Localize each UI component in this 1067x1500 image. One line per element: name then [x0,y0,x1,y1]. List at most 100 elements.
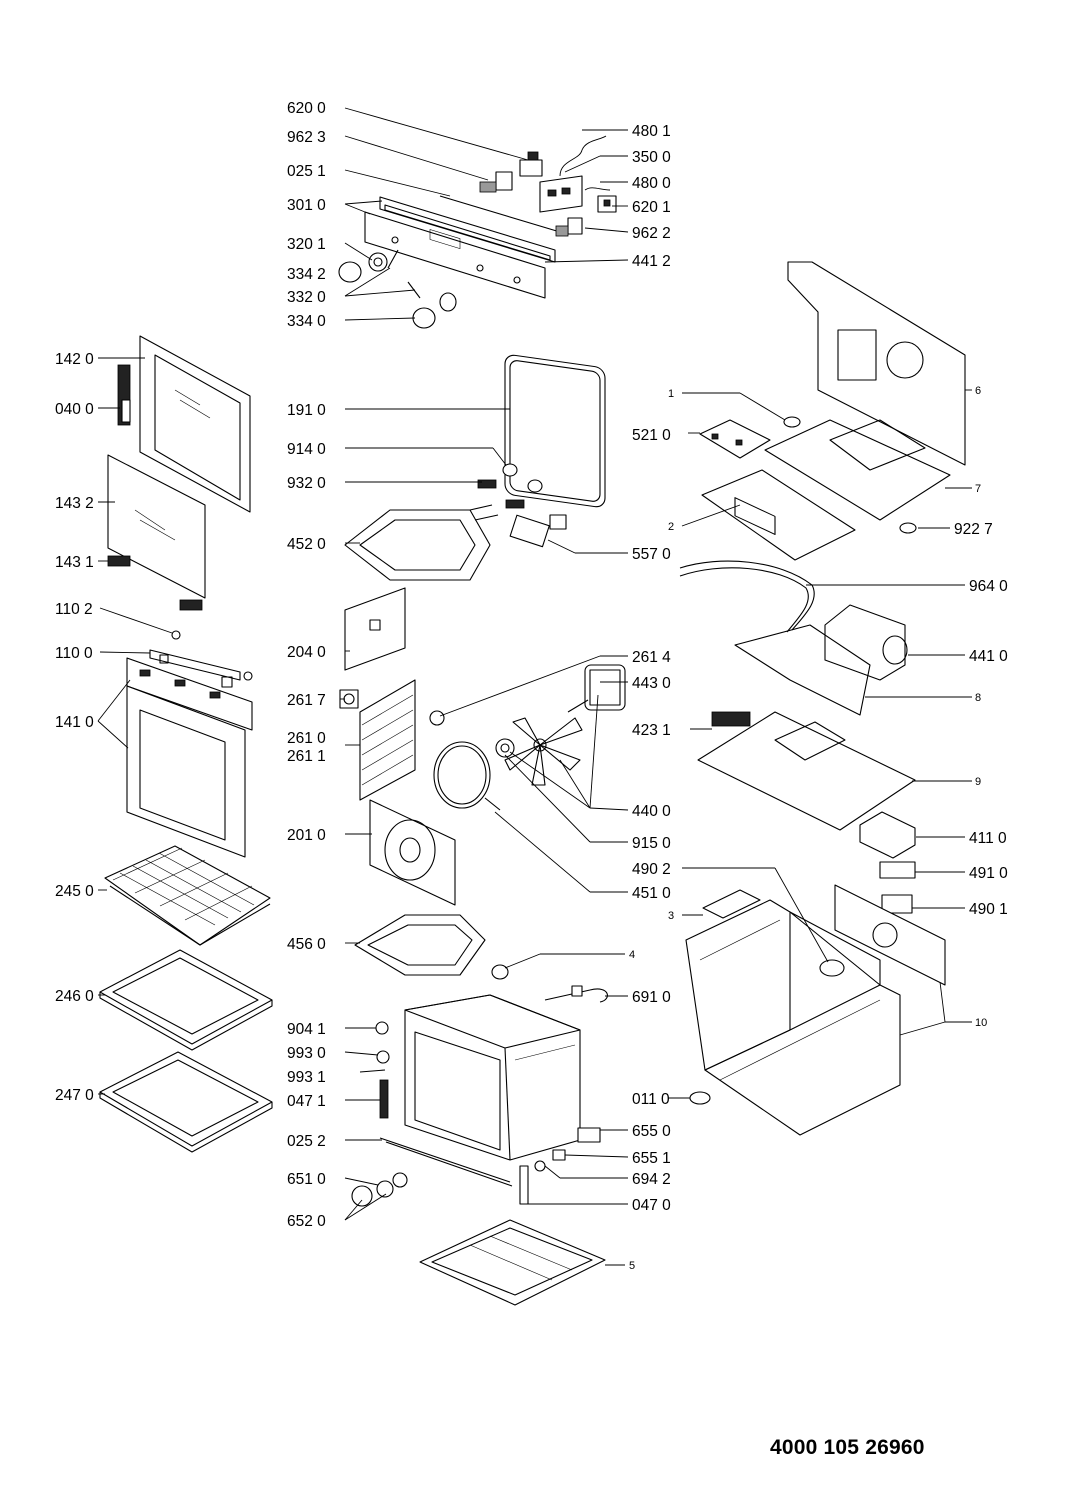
part-label: 261 7 [287,692,326,709]
terminal-block-411-0 [859,811,916,859]
part-label: 521 0 [632,427,671,444]
lamp-parts-651-652 [351,1172,408,1207]
part-label: 191 0 [287,402,326,419]
part-label: 694 2 [632,1171,671,1188]
part-label: 922 7 [954,521,993,538]
hinge-047-0 [519,1165,529,1205]
insulation-3 [702,889,761,919]
part-label: 480 1 [632,123,671,140]
top-element-452-0 [344,504,499,581]
pcb-490-1 [881,894,913,914]
spring-932-0 [477,479,525,509]
leader-lines [97,107,972,1266]
part-label: 423 1 [632,722,671,739]
tray-246-0 [99,949,273,1051]
part-label: 143 1 [55,554,94,571]
oven-cavity [404,994,581,1161]
part-label: 301 0 [287,197,326,214]
part-label: 334 0 [287,313,326,330]
part-label: 490 2 [632,861,671,878]
part-label: 141 0 [55,714,94,731]
cooling-fan-441-0 [824,604,908,681]
sensor-691-0 [544,985,608,1003]
part-label: 904 1 [287,1021,326,1038]
part-label: 440 0 [632,803,671,820]
spacer-110-2 [171,630,181,640]
document-number: 4000 105 26960 [770,1436,925,1459]
part-label: 261 0 [287,730,326,747]
knob-334-2 [338,261,362,283]
part-label: 247 0 [55,1087,94,1104]
part-label: 245 0 [55,883,94,900]
part-label: 320 1 [287,236,326,253]
part-labels: 620 0 962 3 025 1 301 0 320 1 334 2 332 … [55,100,1008,1272]
part-label: 6 [975,385,981,397]
door-frame-142-0 [139,335,251,513]
glass-143-2 [107,454,206,599]
tube-964-0 [679,560,815,633]
part-label: 8 [975,692,981,704]
lamp-cover-4 [491,964,509,980]
foot-011-0 [689,1091,711,1105]
part-label: 5 [629,1260,635,1272]
top-cover-7 [764,419,951,521]
fan-motor-443-0 [567,664,626,713]
part-label: 620 0 [287,100,326,117]
door-handle-110-0 [149,649,253,688]
part-label: 1 [668,388,674,400]
part-label: 9 [975,776,981,788]
grommet-1 [783,416,801,428]
thermostat-557-0 [509,514,567,548]
part-label: 110 0 [55,645,93,662]
knob-334-0 [412,292,457,329]
part-label: 204 0 [287,644,326,661]
part-label: 011 0 [632,1091,670,1108]
part-label: 557 0 [632,546,671,563]
part-label: 993 1 [287,1069,326,1086]
connector-491-0 [879,861,916,879]
part-label: 201 0 [287,827,326,844]
part-label: 7 [975,483,981,495]
tray-247-0 [99,1051,273,1153]
switch-620-1 [597,195,617,213]
part-label: 491 0 [969,865,1008,882]
part-label: 4 [629,949,635,961]
glass-clips-143-1 [107,555,203,611]
hinge-040-0 [117,364,131,426]
part-label: 441 2 [632,253,671,270]
part-label: 915 0 [632,835,671,852]
part-label: 490 1 [969,901,1008,918]
bottom-cover-9 [697,711,916,831]
nut-914-0 [502,463,543,493]
part-label: 10 [975,1017,987,1029]
part-label: 652 0 [287,1213,326,1230]
fan-blade-440-0 [504,717,583,786]
part-label: 2 [668,521,674,533]
part-label: 142 0 [55,351,94,368]
lamp-490-2 [819,959,845,977]
part-label: 651 0 [287,1171,326,1188]
bracket-8 [734,624,871,716]
part-label: 655 1 [632,1150,671,1167]
part-label: 246 0 [55,988,94,1005]
part-label: 964 0 [969,578,1008,595]
part-label: 914 0 [287,441,326,458]
outer-door-141-0 [126,657,253,858]
part-label: 452 0 [287,536,326,553]
wire-rack-245-0 [104,845,271,946]
part-label: 441 0 [969,648,1008,665]
outer-casing-10 [685,899,901,1136]
part-label: 143 2 [55,495,94,512]
washer-922-7 [899,522,917,534]
side-runners-261-0 [359,679,416,801]
part-label: 025 1 [287,163,326,180]
part-label: 443 0 [632,675,671,692]
trim-strip-025-1 [439,195,561,233]
part-label: 620 1 [632,199,671,216]
switch-620-0 [519,151,543,177]
part-label: 040 0 [55,401,94,418]
bush-915-0 [495,738,515,758]
back-panel-204-0 [344,587,406,671]
part-label: 110 2 [55,601,93,618]
